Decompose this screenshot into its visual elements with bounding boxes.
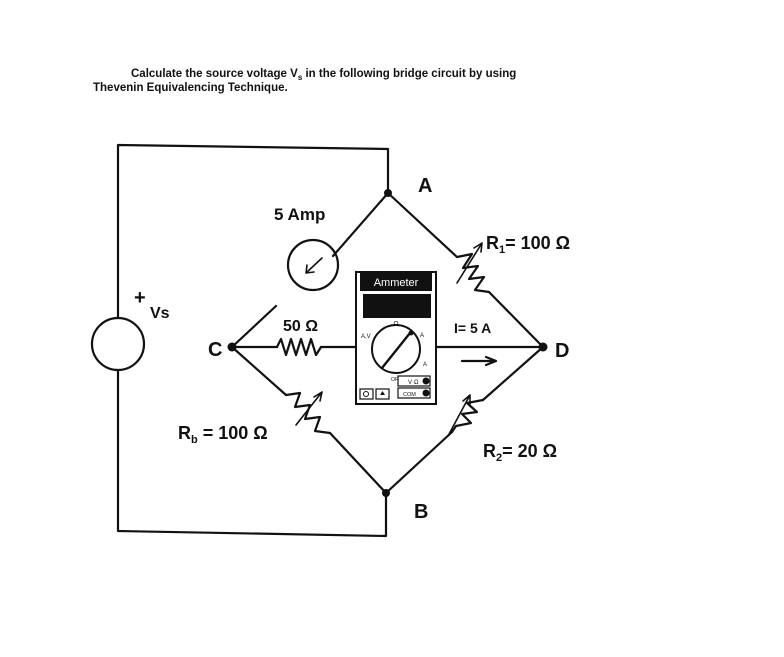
node-c-dot (227, 342, 237, 352)
branch-ad (386, 191, 545, 349)
current-arrow (460, 355, 498, 367)
node-d-label: D (555, 340, 569, 362)
jack-com-box (397, 387, 431, 399)
resistor-r2 (450, 398, 485, 434)
node-a-label: A (418, 175, 432, 197)
jack-com-socket (422, 389, 430, 397)
r1-label: R1= 100 Ω (486, 233, 570, 256)
multimeter-title: Ammeter (374, 277, 419, 289)
source-label: Vs (150, 305, 170, 322)
branch-ca (230, 304, 278, 349)
dial-av-mark: A,V (361, 334, 371, 340)
multimeter-title-bar (360, 273, 432, 291)
resistor-50-label: 50 Ω (283, 318, 318, 335)
voltage-source (90, 316, 146, 372)
rb-variable-arrow (295, 391, 323, 426)
power-button-icon (363, 391, 369, 397)
node-b-label: B (414, 501, 428, 523)
r2-variable-arrow (447, 394, 471, 437)
dial-a-mark-lower: A (423, 362, 427, 368)
resistor-rb (284, 391, 332, 435)
multimeter-pointer-tip (408, 330, 414, 336)
jack-va-socket (422, 377, 430, 385)
r1-variable-arrow (456, 242, 483, 284)
hold-button-icon (380, 391, 385, 395)
multimeter-dial-pointer (381, 332, 411, 369)
multimeter-display (363, 294, 431, 318)
multimeter-device: Ammeter Ω A,V A A OFF V·Ω COM (355, 271, 437, 405)
node-a-dot (384, 189, 392, 197)
branch-cb (230, 345, 388, 495)
jack-com-label: COM (403, 392, 416, 398)
branch-db (384, 345, 545, 495)
jack-va-box (397, 375, 431, 387)
node-b-dot (382, 489, 390, 497)
wire-source-bottom (116, 368, 388, 538)
branch-ca-upper (331, 191, 390, 258)
resistor-50-ohm (275, 337, 323, 357)
power-button (359, 388, 374, 400)
dial-a-mark-upper: A (420, 333, 424, 339)
current-label: I= 5 A (454, 320, 491, 336)
node-c-label: C (208, 339, 222, 361)
r2-label: R2= 20 Ω (483, 441, 557, 464)
ammeter-symbol (286, 238, 340, 292)
wire-source-top (116, 143, 390, 320)
dial-off-mark: OFF (391, 377, 401, 383)
node-d-dot (538, 342, 548, 352)
resistor-r1 (455, 252, 491, 294)
rb-label: Rb = 100 Ω (178, 423, 268, 446)
problem-line-2: Thevenin Equivalencing Technique. (93, 82, 288, 94)
problem-line-1: Calculate the source voltage Vs in the f… (131, 68, 516, 82)
meter-reading-label: 5 Amp (274, 205, 325, 224)
jack-va-label: V·Ω (408, 380, 419, 386)
dial-omega-mark: Ω (393, 321, 398, 328)
ammeter-needle-arrow (305, 257, 323, 274)
source-plus-sign: + (134, 287, 146, 309)
